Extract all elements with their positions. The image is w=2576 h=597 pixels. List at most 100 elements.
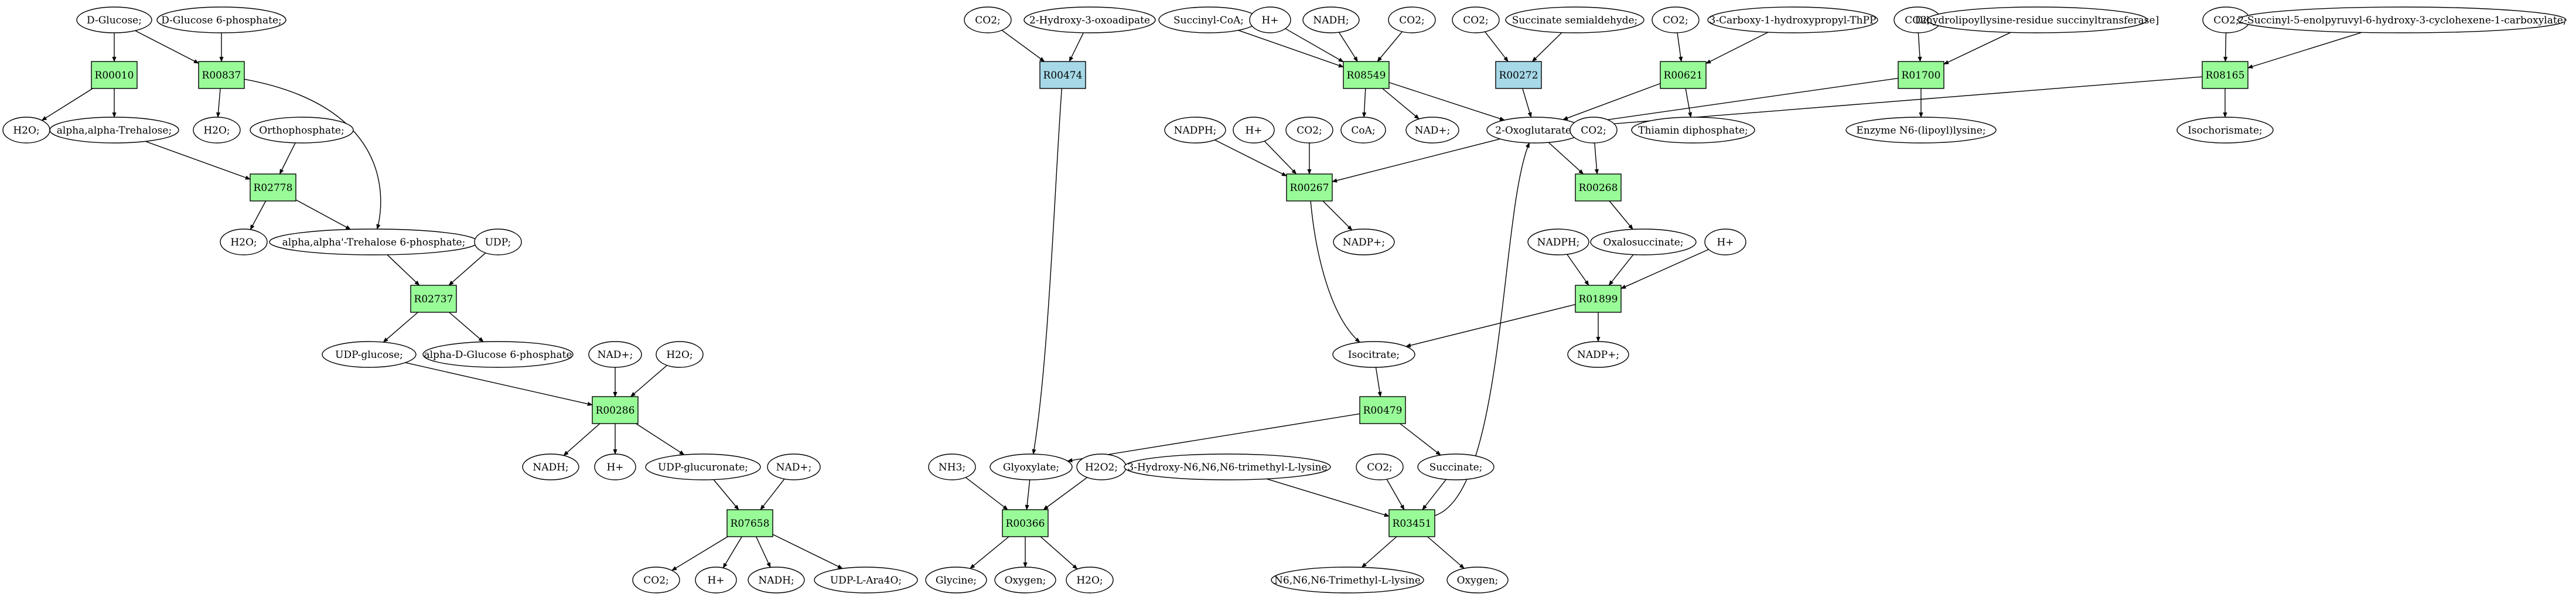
- compound-node-glycine[interactable]: Glycine;: [925, 567, 987, 593]
- compound-node-oxalosuccinate[interactable]: Oxalosuccinate;: [1590, 228, 1697, 255]
- compound-ellipse: [748, 567, 805, 593]
- compound-node-succinate[interactable]: Succinate;: [1417, 453, 1495, 480]
- edge-r00366-to-h2o_5: [1040, 536, 1078, 569]
- compound-node-nadph_1[interactable]: NADPH;: [1164, 117, 1226, 144]
- reaction-label: R01899: [1579, 294, 1618, 305]
- compound-node-hplus_5[interactable]: H+: [1704, 228, 1746, 255]
- compound-node-oxygen_2[interactable]: Oxygen;: [1446, 567, 1509, 593]
- reaction-node-r00474[interactable]: R00474: [1039, 61, 1086, 89]
- compound-label: CO2;: [2213, 15, 2239, 26]
- compound-node-succinylcoa[interactable]: Succinyl-CoA;: [1158, 6, 1259, 33]
- reaction-node-r08549[interactable]: R08549: [1343, 61, 1390, 89]
- edge-r00267-to-nadpplus_1: [1322, 200, 1353, 231]
- compound-node-thiamin[interactable]: Thiamin diphosphate;: [1631, 117, 1755, 144]
- reaction-node-r01700[interactable]: R01700: [1898, 61, 1944, 89]
- compound-label: NAD+;: [776, 462, 812, 473]
- compound-node-nadpplus_1[interactable]: NADP+;: [1333, 228, 1395, 255]
- compound-node-trehalose[interactable]: alpha,alpha-Trehalose;: [49, 117, 179, 144]
- edge-glyoxylate-to-r00366: [1025, 479, 1031, 510]
- compound-label: H2O;: [666, 349, 692, 361]
- reaction-label: R02737: [414, 294, 453, 305]
- compound-node-udp[interactable]: UDP;: [474, 228, 522, 255]
- reaction-node-r00272[interactable]: R00272: [1495, 61, 1542, 89]
- edge-r07658-to-hplus_2: [722, 536, 742, 569]
- compound-node-hplus_4[interactable]: H+: [1233, 117, 1275, 144]
- compound-node-oxoglutarate[interactable]: 2-Oxoglutarate;: [1486, 117, 1584, 144]
- compound-node-h2o_4[interactable]: H2O;: [656, 341, 704, 368]
- edge-udp-to-r02737: [448, 253, 486, 286]
- compound-node-nadp_a[interactable]: NAD+;: [588, 341, 642, 368]
- edge-succsemialdehyde-to-r00272: [1531, 32, 1562, 62]
- compound-node-succsemialdehyde[interactable]: Succinate semialdehyde;: [1505, 6, 1644, 33]
- reaction-node-r02778[interactable]: R02778: [250, 173, 296, 202]
- reaction-node-r00366[interactable]: R00366: [1002, 509, 1049, 537]
- reaction-node-r03451[interactable]: R03451: [1388, 509, 1435, 537]
- compound-node-trimethyllysine[interactable]: N6,N6,N6-Trimethyl-L-lysine: [1271, 567, 1424, 593]
- compound-node-nh3[interactable]: NH3;: [928, 453, 976, 480]
- compound-node-co2_8[interactable]: CO2;: [1285, 117, 1333, 144]
- compound-node-co2_9[interactable]: CO2;: [1570, 117, 1618, 144]
- compound-node-h2o_3[interactable]: H2O;: [220, 228, 268, 255]
- compound-node-succinylenolpyruvyl[interactable]: 2-Succinyl-5-enolpyruvyl-6-hydroxy-3-cyc…: [2237, 6, 2567, 33]
- reaction-box: [592, 396, 639, 424]
- compound-node-co2_3[interactable]: CO2;: [1388, 6, 1436, 33]
- reaction-node-r00837[interactable]: R00837: [198, 61, 245, 89]
- compound-node-orthophosphate[interactable]: Orthophosphate;: [250, 117, 354, 144]
- compound-node-aglucose6p[interactable]: alpha-D-Glucose 6-phosphate: [422, 341, 574, 368]
- compound-node-h2o2[interactable]: H2O2;: [1076, 453, 1127, 480]
- compound-node-hplus_1[interactable]: H+: [594, 453, 636, 480]
- compound-node-coa[interactable]: CoA;: [1340, 117, 1386, 144]
- compound-label: CO2;: [1663, 15, 1688, 26]
- compound-node-h2o_5[interactable]: H2O;: [1066, 567, 1114, 593]
- reaction-box: [1359, 396, 1406, 424]
- compound-node-isochorismate[interactable]: Isochorismate;: [2176, 117, 2274, 144]
- compound-node-co2_1[interactable]: CO2;: [632, 567, 680, 593]
- compound-node-hydroxytrimethyllysine[interactable]: 3-Hydroxy-N6,N6,N6-trimethyl-L-lysine: [1124, 453, 1331, 480]
- reaction-node-r00010[interactable]: R00010: [91, 61, 138, 89]
- reaction-node-r01899[interactable]: R01899: [1575, 285, 1622, 313]
- compound-node-co2_10[interactable]: CO2;: [1356, 453, 1404, 480]
- compound-node-h2o_1[interactable]: H2O;: [2, 117, 50, 144]
- compound-node-isocitrate[interactable]: Isocitrate;: [1332, 341, 1415, 368]
- compound-ellipse: [1567, 341, 1629, 368]
- compound-node-nadh_1[interactable]: NADH;: [522, 453, 579, 480]
- compound-node-h2o_2[interactable]: H2O;: [193, 117, 241, 144]
- reaction-node-r02737[interactable]: R02737: [410, 285, 457, 313]
- compound-ellipse: [1417, 453, 1495, 480]
- compound-node-co2_4[interactable]: CO2;: [1452, 6, 1500, 33]
- reaction-node-r07658[interactable]: R07658: [726, 509, 773, 537]
- compound-node-oxygen_1[interactable]: Oxygen;: [994, 567, 1056, 593]
- compound-node-nadp_b[interactable]: NAD+;: [767, 453, 821, 480]
- compound-node-carboxyhydroxypropyl[interactable]: 3-Carboxy-1-hydroxypropyl-ThPP: [1707, 6, 1878, 33]
- compound-node-dglucose6p[interactable]: D-Glucose 6-phosphate;: [156, 6, 286, 33]
- compound-label: CO2;: [1367, 462, 1393, 473]
- reaction-node-r00621[interactable]: R00621: [1660, 61, 1707, 89]
- compound-node-hplus_2[interactable]: H+: [695, 567, 737, 593]
- reaction-node-r00479[interactable]: R00479: [1359, 396, 1406, 424]
- compound-node-udpglucuronate[interactable]: UDP-glucuronate;: [645, 453, 761, 480]
- reaction-box: [1039, 61, 1086, 89]
- reaction-node-r00267[interactable]: R00267: [1286, 173, 1333, 202]
- compound-node-nadh_2[interactable]: NADH;: [748, 567, 805, 593]
- compound-node-udpglucose[interactable]: UDP-glucose;: [322, 341, 417, 368]
- compound-node-glyoxylate[interactable]: Glyoxylate;: [990, 453, 1073, 480]
- compound-node-enzymen6[interactable]: Enzyme N6-(lipoyl)lysine;: [1845, 117, 1997, 144]
- edge-r03451-to-oxygen_2: [1427, 536, 1465, 569]
- compound-node-co2_5[interactable]: CO2;: [1652, 6, 1700, 33]
- compound-node-dihydrolipoyllysine[interactable]: Dihydrolipoyllysine-residue succinyltran…: [1915, 6, 2159, 33]
- compound-node-nadplus_c[interactable]: NAD+;: [1405, 117, 1459, 144]
- compound-node-co2_6[interactable]: CO2;: [1893, 6, 1942, 33]
- compound-node-nadh_3[interactable]: NADH;: [1302, 6, 1360, 33]
- reaction-node-r00286[interactable]: R00286: [592, 396, 639, 424]
- reaction-node-r08165[interactable]: R08165: [2202, 61, 2249, 89]
- compound-node-hydroxyoxoadipate[interactable]: 2-Hydroxy-3-oxoadipate: [1023, 6, 1156, 33]
- edge-r00474-to-glyoxylate: [1032, 88, 1063, 455]
- compound-node-hplus_3[interactable]: H+: [1249, 6, 1291, 33]
- compound-node-trehalose6p[interactable]: alpha,alpha'-Trehalose 6-phosphate;: [269, 228, 479, 255]
- compound-node-dglucose[interactable]: D-Glucose;: [76, 6, 152, 33]
- compound-node-udpara4o[interactable]: UDP-L-Ara4O;: [814, 567, 918, 593]
- compound-node-nadph_2[interactable]: NADPH;: [1527, 228, 1589, 255]
- compound-node-nadpplus_2[interactable]: NADP+;: [1567, 341, 1629, 368]
- reaction-node-r00268[interactable]: R00268: [1575, 173, 1622, 202]
- compound-node-co2_2[interactable]: CO2;: [964, 6, 1012, 33]
